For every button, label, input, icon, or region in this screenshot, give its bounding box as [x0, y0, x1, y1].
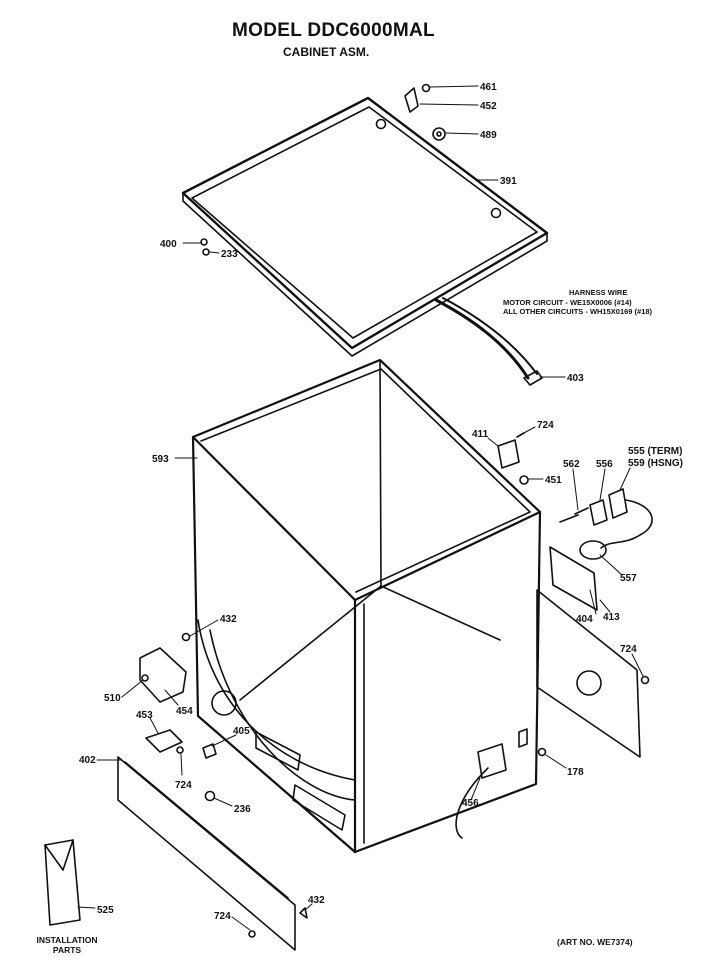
part-label-489: 489: [480, 130, 497, 141]
part-label-453: 453: [136, 710, 153, 721]
part-label-559-hsng: 559 (HSNG): [628, 458, 683, 469]
part-label-556: 556: [596, 459, 613, 470]
part-label-461: 461: [480, 82, 497, 93]
part-label-724-bottom: 724: [214, 911, 231, 922]
part-label-403: 403: [567, 373, 584, 384]
diagram-subtitle: CABINET ASM.: [283, 45, 370, 59]
part-label-178: 178: [567, 767, 584, 778]
cabinet-drawing: [191, 358, 542, 854]
harness-wire-note: HARNESS WIRE MOTOR CIRCUIT - WE15X0006 (…: [503, 288, 652, 317]
part-label-413: 413: [603, 612, 620, 623]
part-label-510: 510: [104, 693, 121, 704]
harness-motor-circuit: MOTOR CIRCUIT - WE15X0006 (#14): [503, 297, 632, 307]
part-label-557: 557: [620, 573, 637, 584]
part-label-236: 236: [234, 804, 251, 815]
part-label-452: 452: [480, 101, 497, 112]
toe-panel-drawing: [117, 756, 296, 951]
part-label-400: 400: [160, 239, 177, 250]
harness-other-circuits: ALL OTHER CIRCUITS - WH15X0169 (#18): [503, 307, 653, 316]
part-label-404: 404: [576, 614, 593, 625]
top-cover-drawing: [181, 96, 549, 357]
part-label-555-term: 555 (TERM): [628, 446, 682, 457]
part-label-562: 562: [563, 459, 580, 470]
part-label-233: 233: [221, 249, 238, 260]
part-label-525: 525: [97, 905, 114, 916]
part-label-391: 391: [500, 176, 517, 187]
part-label-454: 454: [176, 706, 193, 717]
installation-envelope-drawing: [44, 839, 81, 926]
small-parts-drawing: [139, 83, 653, 938]
leader-lines: [77, 85, 644, 931]
part-label-593: 593: [152, 454, 169, 465]
part-label-411: 411: [472, 429, 489, 440]
part-label-402: 402: [79, 755, 96, 766]
harness-wire-drawing: [434, 297, 543, 386]
part-label-724-lower: 724: [175, 780, 192, 791]
part-label-724-right: 724: [620, 644, 637, 655]
part-label-432-upper: 432: [220, 614, 237, 625]
art-number: (ART NO. WE7374): [557, 937, 633, 947]
harness-heading: HARNESS WIRE: [569, 288, 628, 297]
installation-parts-label: INSTALLATION PARTS: [36, 935, 98, 955]
part-label-432-lower: 432: [308, 895, 325, 906]
diagram-title: MODEL DDC6000MAL: [232, 20, 435, 41]
rear-panel-drawing: [536, 546, 641, 758]
part-label-405: 405: [233, 726, 250, 737]
part-label-456: 456: [462, 798, 479, 809]
part-label-724-top: 724: [537, 420, 554, 431]
part-labels: 461 452 489 391 400 233 403 724 411 593 …: [79, 82, 683, 922]
part-label-451: 451: [545, 475, 562, 486]
